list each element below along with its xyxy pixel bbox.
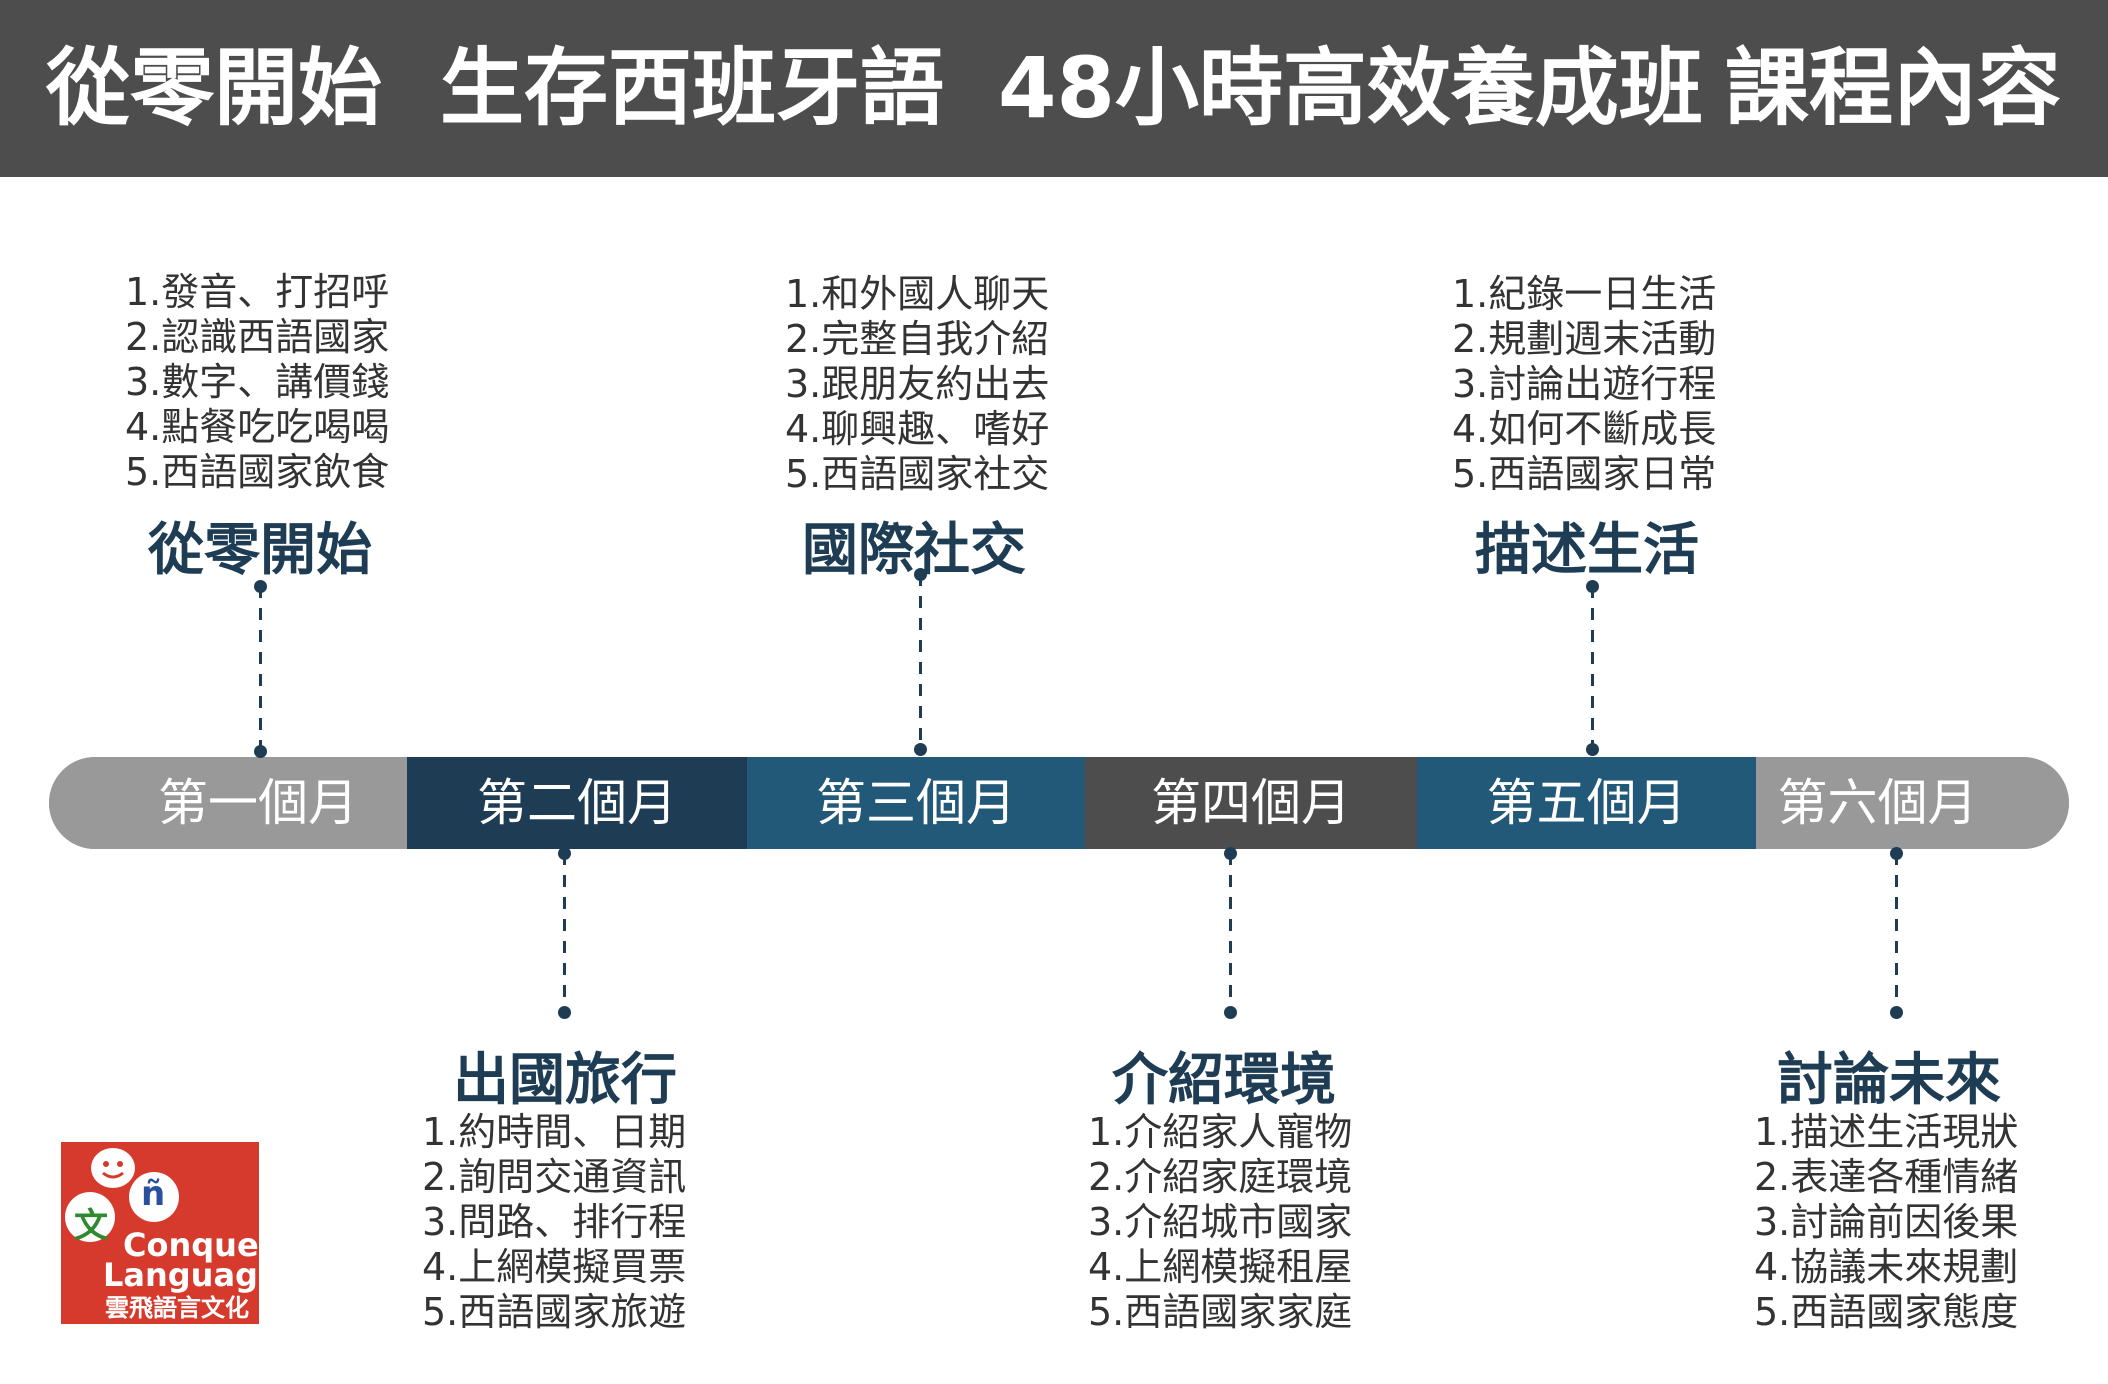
topic-5-title: 描述生活 [1475, 518, 1699, 583]
topic-6-item-4: 4.協議未來規劃 [1754, 1245, 2019, 1289]
topic-5-items: 1.紀錄一日生活 2.規劃週末活動 3.討論出遊行程 4.如何不斷成長 5.西語… [1452, 272, 1716, 497]
topic-6-items: 1.描述生活現狀 2.表達各種情緒 3.討論前因後果 4.協議未來規劃 5.西語… [1754, 1110, 2018, 1335]
topic-1-item-3: 3.數字、講價錢 [125, 360, 390, 404]
header-title-part-1: 從零開始 [46, 39, 383, 137]
month-6-segment: 第六個月 [1756, 757, 2069, 849]
topic-1-item-5: 5.西語國家飲食 [125, 450, 390, 494]
topic-5-connector [1586, 580, 1599, 756]
topic-3-item-5: 5.西語國家社交 [785, 452, 1050, 496]
month-3-segment: 第三個月 [747, 757, 1085, 849]
enye-bubble-icon [129, 1172, 179, 1222]
smile-bubble-icon [91, 1148, 135, 1188]
topic-3-item-1: 1.和外國人聊天 [785, 272, 1050, 316]
topic-3-item-2: 2.完整自我介紹 [785, 317, 1050, 361]
topic-4-item-3: 3.介紹城市國家 [1088, 1200, 1353, 1244]
header-title-part-3: 48小時高效養成班 [998, 39, 1703, 137]
topic-1-item-1: 1.發音、打招呼 [125, 270, 390, 314]
topic-4-item-1: 1.介紹家人寵物 [1088, 1110, 1353, 1154]
wen-bubble-icon [65, 1192, 115, 1242]
month-5-segment: 第五個月 [1417, 757, 1756, 849]
topic-3-connector [914, 568, 927, 756]
topic-4-item-5: 5.西語國家家庭 [1088, 1290, 1353, 1334]
header-banner: 從零開始 生存西班牙語 48小時高效養成班 課程內容 [0, 0, 2108, 177]
topic-6-title: 討論未來 [1777, 1048, 2001, 1113]
topic-5-item-3: 3.討論出遊行程 [1452, 362, 1717, 406]
logo-line-conquer: Conquer [123, 1226, 275, 1264]
topic-1-item-2: 2.認識西語國家 [125, 315, 390, 359]
topic-5-item-2: 2.規劃週末活動 [1452, 317, 1717, 361]
topic-6-item-5: 5.西語國家態度 [1754, 1290, 2019, 1334]
topic-4-item-2: 2.介紹家庭環境 [1088, 1155, 1353, 1199]
wen-glyph: 文 [74, 1206, 108, 1246]
topic-2-connector [558, 847, 571, 1019]
logo-line-company: 雲飛語言文化 [105, 1294, 249, 1322]
topic-2-item-4: 4.上網模擬買票 [422, 1245, 687, 1289]
topic-6-item-1: 1.描述生活現狀 [1754, 1110, 2019, 1154]
enye-glyph: ñ [141, 1174, 166, 1214]
topic-6-connector [1890, 847, 1903, 1019]
timeline-bar: 第一個月 第二個月 第三個月 第四個月 第五個月 第六個月 [49, 757, 2069, 849]
topic-6-item-2: 2.表達各種情緒 [1754, 1155, 2019, 1199]
topic-5-item-1: 1.紀錄一日生活 [1452, 272, 1717, 316]
header-title-part-4: 課程內容 [1725, 39, 2062, 137]
topic-1-items: 1.發音、打招呼 2.認識西語國家 3.數字、講價錢 4.點餐吃吃喝喝 5.西語… [125, 270, 389, 495]
month-4-segment: 第四個月 [1085, 757, 1417, 849]
topic-3-item-3: 3.跟朋友約出去 [785, 362, 1050, 406]
topic-1-connector [254, 580, 267, 758]
topic-6-item-3: 3.討論前因後果 [1754, 1200, 2019, 1244]
logo-line-language: Language [103, 1256, 280, 1294]
topic-4-title: 介紹環境 [1112, 1048, 1336, 1113]
topic-4-connector [1224, 847, 1237, 1019]
topic-3-item-4: 4.聊興趣、嗜好 [785, 407, 1050, 451]
month-1-segment: 第一個月 [49, 757, 407, 849]
topic-2-title: 出國旅行 [453, 1048, 677, 1113]
topic-2-item-3: 3.問路、排行程 [422, 1200, 687, 1244]
topic-5-item-4: 4.如何不斷成長 [1452, 407, 1717, 451]
topic-3-items: 1.和外國人聊天 2.完整自我介紹 3.跟朋友約出去 4.聊興趣、嗜好 5.西語… [785, 272, 1049, 497]
header-title: 從零開始 生存西班牙語 48小時高效養成班 課程內容 [0, 0, 2108, 177]
topic-2-item-5: 5.西語國家旅遊 [422, 1290, 687, 1334]
header-title-part-2: 生存西班牙語 [440, 39, 945, 137]
conquer-language-logo: 文 ñ Conquer Language 雲飛語言文化 [61, 1142, 280, 1324]
topic-2-item-2: 2.詢問交通資訊 [422, 1155, 687, 1199]
topic-4-item-4: 4.上網模擬租屋 [1088, 1245, 1353, 1289]
topic-1-item-4: 4.點餐吃吃喝喝 [125, 405, 390, 449]
month-2-segment: 第二個月 [407, 757, 747, 849]
topic-2-item-1: 1.約時間、日期 [422, 1110, 687, 1154]
topic-2-items: 1.約時間、日期 2.詢問交通資訊 3.問路、排行程 4.上網模擬買票 5.西語… [422, 1110, 686, 1335]
topic-5-item-5: 5.西語國家日常 [1452, 452, 1717, 496]
topic-1-title: 從零開始 [148, 518, 372, 583]
topic-4-items: 1.介紹家人寵物 2.介紹家庭環境 3.介紹城市國家 4.上網模擬租屋 5.西語… [1088, 1110, 1352, 1335]
